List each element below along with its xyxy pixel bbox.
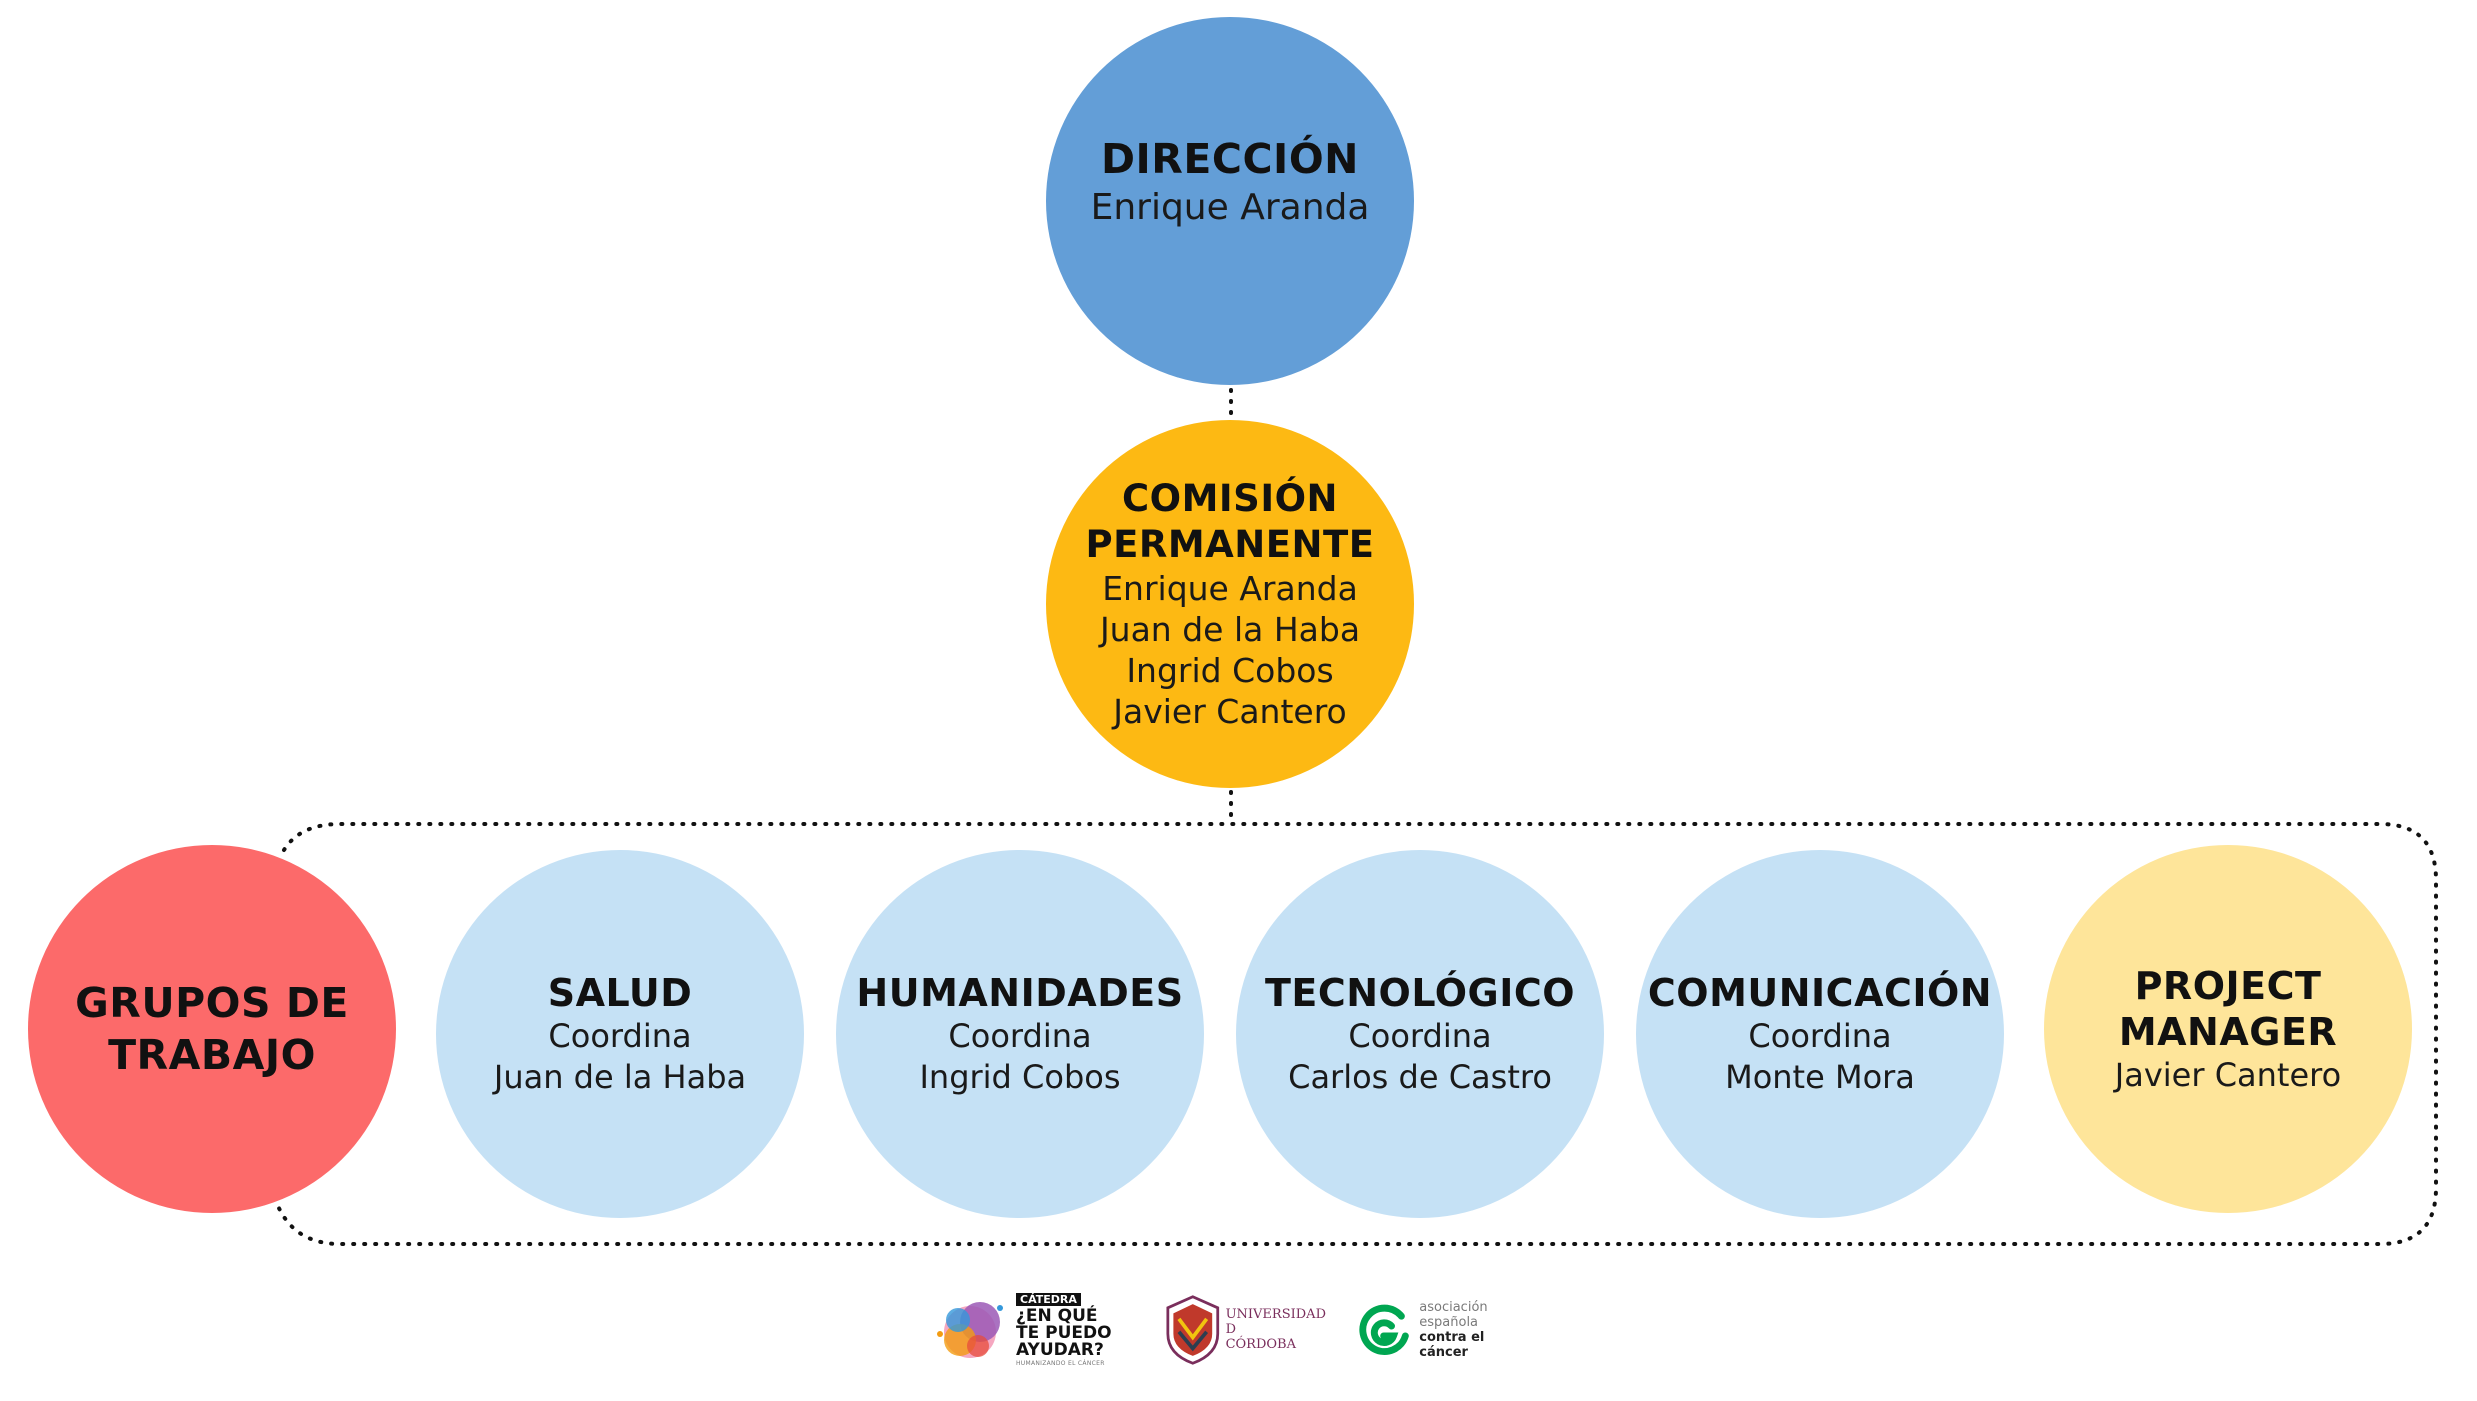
uco-line: CÓRDOBA	[1225, 1337, 1296, 1352]
node-pm-person: Javier Cantero	[2114, 1055, 2342, 1094]
catedra-tag: CÁTEDRA	[1016, 1292, 1081, 1306]
uco-line: UNIVERSIDAD	[1225, 1307, 1326, 1322]
node-comision-member: Javier Cantero	[1113, 692, 1347, 731]
node-comision-title-2: PERMANENTE	[1085, 523, 1375, 566]
group-coordinator: Juan de la Haba	[493, 1058, 747, 1096]
node-comision-permanente: COMISIÓN PERMANENTE Enrique Aranda Juan …	[1046, 420, 1414, 788]
node-comision-member: Enrique Aranda	[1102, 569, 1358, 608]
node-group-salud: SALUD Coordina Juan de la Haba	[436, 850, 804, 1218]
node-group-tecnologico: TECNOLÓGICO Coordina Carlos de Castro	[1236, 850, 1604, 1218]
catedra-line: ¿EN QUÉ	[1016, 1305, 1098, 1326]
node-pm-title-2: MANAGER	[2118, 1009, 2338, 1054]
group-role: Coordina	[1348, 1017, 1492, 1055]
group-coordinator: Carlos de Castro	[1288, 1058, 1552, 1096]
node-grupos-title-1: GRUPOS DE	[75, 979, 349, 1027]
group-role: Coordina	[1748, 1017, 1892, 1055]
group-title: SALUD	[547, 971, 693, 1015]
catedra-blob-icon	[937, 1301, 1003, 1358]
group-title: HUMANIDADES	[856, 971, 1184, 1015]
aecc-line: española	[1419, 1314, 1479, 1330]
node-project-manager: PROJECT MANAGER Javier Cantero	[2044, 845, 2412, 1213]
aecc-line-strong: contra el cáncer	[1419, 1329, 1485, 1360]
group-title: COMUNICACIÓN	[1647, 971, 1993, 1015]
group-coordinator: Ingrid Cobos	[919, 1058, 1121, 1096]
node-pm-title-1: PROJECT	[2134, 963, 2322, 1008]
catedra-line: TE PUEDO	[1016, 1322, 1112, 1343]
uco-shield-icon	[1166, 1294, 1220, 1365]
node-group-humanidades: HUMANIDADES Coordina Ingrid Cobos	[836, 850, 1204, 1218]
logo-catedra: CÁTEDRA ¿EN QUÉ TE PUEDO AYUDAR? HUMANIZ…	[930, 1282, 1130, 1377]
logo-universidad-cordoba: UNIVERSIDAD D CÓRDOBA	[1166, 1282, 1326, 1377]
aecc-line: asociación	[1419, 1299, 1488, 1315]
node-comision-member: Juan de la Haba	[1099, 610, 1361, 649]
node-direccion-title: DIRECCIÓN	[1101, 135, 1359, 183]
aecc-ring-icon	[1359, 1304, 1409, 1355]
node-direccion-person: Enrique Aranda	[1090, 187, 1370, 228]
node-group-comunicacion: COMUNICACIÓN Coordina Monte Mora	[1636, 850, 2004, 1218]
group-role: Coordina	[548, 1017, 692, 1055]
groups-frame	[276, 822, 2438, 1246]
group-coordinator: Monte Mora	[1725, 1058, 1915, 1096]
group-role: Coordina	[948, 1017, 1092, 1055]
logo-aecc: asociación española contra el cáncer	[1356, 1282, 1536, 1377]
node-grupos-de-trabajo: GRUPOS DE TRABAJO	[28, 845, 396, 1213]
node-comision-title-1: COMISIÓN	[1121, 477, 1339, 520]
group-title: TECNOLÓGICO	[1264, 971, 1576, 1015]
catedra-line: AYUDAR?	[1016, 1339, 1104, 1360]
catedra-sub: HUMANIZANDO EL CÁNCER	[1016, 1359, 1105, 1367]
node-comision-member: Ingrid Cobos	[1126, 651, 1334, 690]
uco-line: D	[1225, 1322, 1237, 1337]
node-direccion: DIRECCIÓN Enrique Aranda	[1046, 17, 1414, 385]
node-grupos-title-2: TRABAJO	[108, 1031, 316, 1079]
